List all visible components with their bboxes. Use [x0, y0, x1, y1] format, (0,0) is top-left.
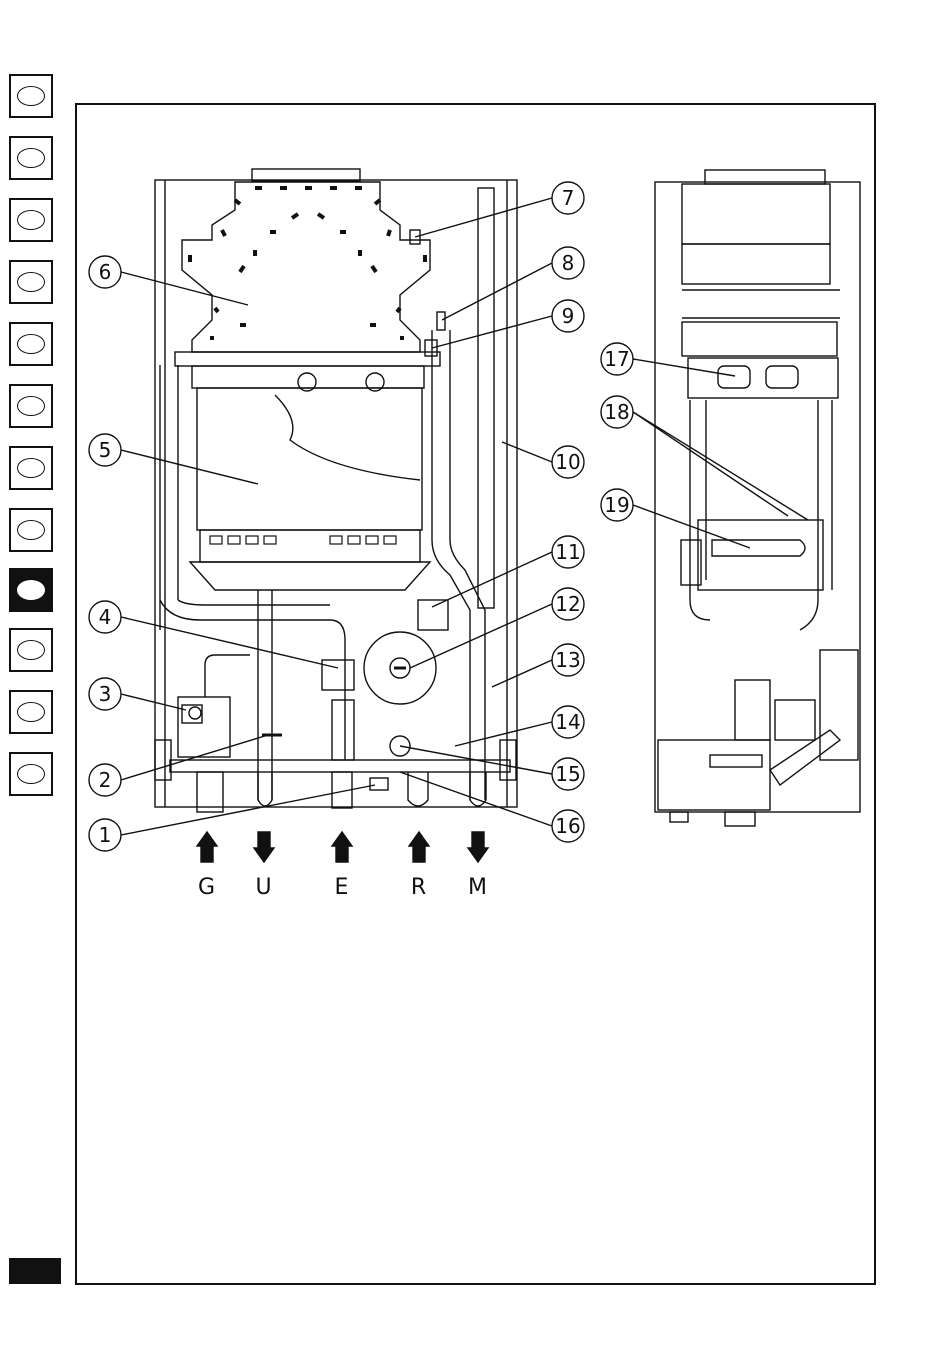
- front-view: [155, 169, 517, 812]
- svg-text:5: 5: [99, 438, 112, 462]
- connection-label-M: M: [468, 875, 488, 900]
- svg-text:6: 6: [99, 260, 112, 284]
- callout-10: 10: [502, 442, 584, 478]
- svg-text:2: 2: [99, 768, 112, 792]
- callout-7: 7: [415, 182, 584, 237]
- side-casing: [655, 182, 860, 812]
- connection-label-G: G: [198, 875, 216, 900]
- callout-17: 17: [601, 343, 735, 376]
- svg-text:15: 15: [555, 762, 580, 786]
- svg-text:10: 10: [555, 450, 580, 474]
- svg-text:4: 4: [99, 605, 112, 629]
- flue-outlet: [252, 169, 360, 181]
- callout-3: 3: [89, 678, 186, 710]
- svg-text:12: 12: [555, 592, 580, 616]
- connection-arrows: [197, 832, 488, 862]
- connection-label-U: U: [255, 875, 272, 900]
- callout-4: 4: [89, 601, 338, 668]
- burner: [200, 530, 420, 562]
- connection-label-R: R: [411, 875, 427, 900]
- callout-5: 5: [89, 434, 258, 484]
- hood-vents: [190, 188, 425, 338]
- svg-text:8: 8: [562, 251, 575, 275]
- arrow-in-R: [409, 832, 429, 862]
- connection-label-E: E: [335, 875, 350, 900]
- connection-labels: G U E R M: [198, 875, 488, 900]
- svg-text:7: 7: [562, 186, 575, 210]
- svg-text:13: 13: [555, 648, 580, 672]
- callout-13: 13: [492, 644, 584, 687]
- callout-14: 14: [455, 706, 584, 746]
- fume-hood: [182, 182, 430, 352]
- svg-text:9: 9: [562, 304, 575, 328]
- combustion-chamber: [197, 388, 422, 530]
- svg-text:16: 16: [555, 814, 580, 838]
- front-casing: [155, 180, 517, 807]
- arrow-in-E: [332, 832, 352, 862]
- arrow-out-M: [468, 832, 488, 862]
- svg-text:17: 17: [604, 347, 629, 371]
- callout-6: 6: [89, 256, 248, 305]
- arrow-out-U: [254, 832, 274, 862]
- svg-text:1: 1: [99, 823, 112, 847]
- arrow-in-G: [197, 832, 217, 862]
- svg-text:3: 3: [99, 682, 112, 706]
- svg-text:14: 14: [555, 710, 580, 734]
- svg-text:11: 11: [555, 540, 580, 564]
- svg-text:19: 19: [604, 493, 629, 517]
- heat-exchanger: [688, 358, 838, 398]
- side-view: [655, 170, 860, 826]
- callout-19: 19: [601, 489, 750, 548]
- gas-valve: [178, 697, 230, 757]
- callout-9: 9: [432, 300, 584, 348]
- svg-text:18: 18: [604, 400, 629, 424]
